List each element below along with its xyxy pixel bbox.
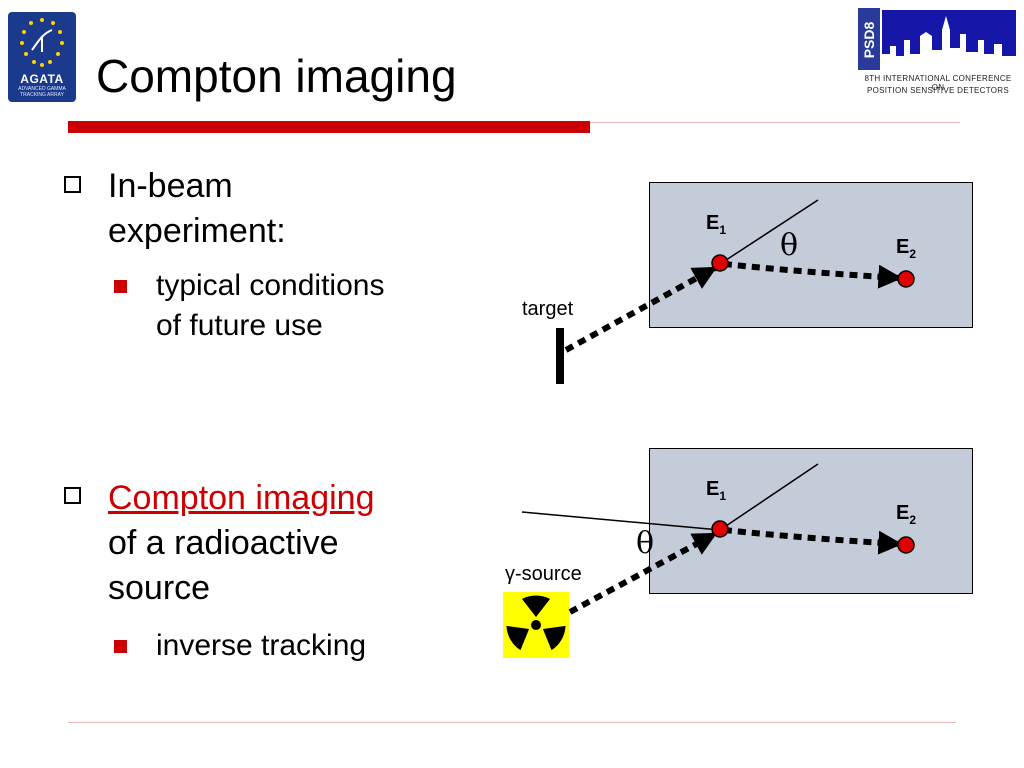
psd8-line1: 8TH INTERNATIONAL CONFERENCE ON [864,74,1012,92]
e2-label: E2 [896,502,917,527]
radiation-icon [503,592,569,658]
square-bullet-icon [114,280,127,293]
scattered-gamma-path [723,261,903,289]
first-hit-marker [711,254,729,272]
psd8-logo: PSD8 8TH INTERNATIONAL CONFERENCE ON POS… [858,8,1018,100]
title-rule [590,122,960,123]
bullet-2-sub: inverse tracking [156,629,367,662]
source-label: γ-source [505,563,582,585]
theta-label: θ [636,526,655,561]
psd8-badge: PSD8 [858,8,880,70]
target-label: target [522,298,574,320]
e1-label: E1 [706,212,727,237]
skyline-image [882,10,1016,68]
projected-line [521,511,721,531]
eu-stars-icon [20,18,64,67]
bullet-1-sub: typical conditions of future use [156,269,385,342]
e2-label: E2 [896,236,917,261]
title-underline [68,121,590,133]
agata-subtitle: ADVANCED GAMMA TRACKING ARRAY [18,86,66,98]
e1-label: E1 [706,478,727,503]
incident-direction-line [719,463,819,531]
agata-wordmark: AGATA [20,72,64,86]
footer-rule [68,722,956,723]
scattered-gamma-path [723,527,903,555]
second-hit-marker [897,536,915,554]
incident-gamma-path [564,265,718,353]
detector-box-bottom [649,448,973,594]
incident-direction-line [719,199,819,265]
compton-imaging-link[interactable]: Compton imaging [108,479,375,517]
bullet-1-text: In-beam experiment: [108,167,286,250]
target-bar [556,328,564,384]
agata-logo: AGATA ADVANCED GAMMA TRACKING ARRAY [8,12,76,102]
first-hit-marker [711,520,729,538]
checkbox-bullet-icon [64,176,81,193]
page-title: Compton imaging [96,50,457,102]
second-hit-marker [897,270,915,288]
square-bullet-icon [114,640,127,653]
bullet-2-text: Compton imaging of a radioactive source [108,479,375,607]
theta-label: θ [780,228,799,263]
detector-box-top [649,182,973,328]
psd8-line2: POSITION SENSITIVE DETECTORS [866,86,1010,95]
checkbox-bullet-icon [64,487,81,504]
